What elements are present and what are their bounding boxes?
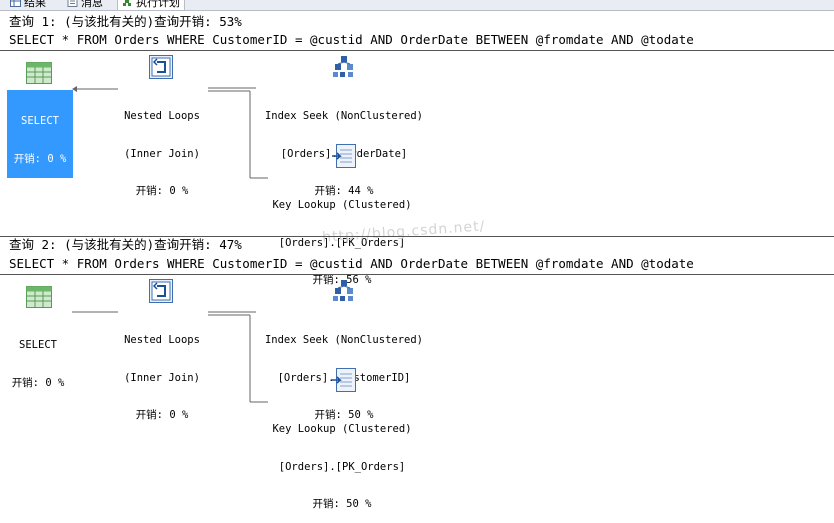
index-seek-icon[interactable]	[332, 55, 356, 79]
select-node-q1[interactable]: SELECT 开销: 0 %	[7, 90, 73, 178]
nested-loops-cost: 开销: 0 %	[135, 185, 189, 197]
select-label: SELECT	[21, 115, 59, 127]
key-lookup-node-q2[interactable]: Key Lookup (Clustered) [Orders].[PK_Orde…	[262, 398, 422, 523]
select-node-q2[interactable]: SELECT 开销: 0 %	[7, 314, 69, 402]
select-result-icon[interactable]	[26, 62, 52, 84]
nested-loops-name: Nested Loops	[124, 334, 200, 346]
key-lookup-icon[interactable]	[332, 144, 356, 168]
query-1-separator	[0, 50, 834, 51]
plan-connector-lines	[72, 86, 268, 403]
tab-messages[interactable]: 消息	[67, 0, 103, 10]
tab-execution-plan[interactable]: 执行计划	[117, 0, 185, 10]
query-1-header: 查询 1: (与该批有关的)查询开销: 53%	[9, 14, 242, 29]
grid-icon	[10, 0, 21, 7]
nested-loops-sub: (Inner Join)	[124, 147, 200, 160]
index-seek-node-q2[interactable]: Index Seek (NonClustered) [Orders].[Cust…	[254, 309, 434, 434]
query-2-separator	[0, 274, 834, 275]
tab-messages-label: 消息	[81, 0, 103, 9]
query-2-header: 查询 2: (与该批有关的)查询开销: 47%	[9, 237, 242, 252]
tab-results-label: 结果	[24, 0, 46, 9]
tab-execution-plan-label: 执行计划	[136, 0, 180, 9]
key-lookup-node-q1[interactable]: Key Lookup (Clustered) [Orders].[PK_Orde…	[262, 174, 422, 299]
query-1-sql: SELECT * FROM Orders WHERE CustomerID = …	[9, 32, 694, 47]
nested-loops-sub: (Inner Join)	[124, 371, 200, 384]
key-lookup-name: Key Lookup (Clustered)	[272, 423, 412, 435]
nested-loops-cost: 开销: 0 %	[135, 409, 189, 421]
tab-results[interactable]: 结果	[10, 0, 46, 10]
index-seek-cost: 开销: 44 %	[314, 185, 374, 197]
nested-loops-name: Nested Loops	[124, 110, 200, 122]
index-seek-name: Index Seek (NonClustered)	[264, 110, 424, 122]
nested-loops-icon[interactable]	[149, 55, 173, 79]
execution-plan-icon	[123, 0, 131, 6]
query-2-sql: SELECT * FROM Orders WHERE CustomerID = …	[9, 256, 694, 271]
message-icon	[67, 0, 78, 7]
select-cost: 开销: 0 %	[11, 376, 65, 389]
nested-loops-node-q2[interactable]: Nested Loops (Inner Join) 开销: 0 %	[112, 309, 212, 434]
select-label: SELECT	[19, 339, 57, 351]
select-result-icon[interactable]	[26, 286, 52, 308]
query-2-top-separator	[0, 236, 834, 237]
key-lookup-name: Key Lookup (Clustered)	[272, 199, 412, 211]
index-seek-icon[interactable]	[332, 279, 356, 303]
index-seek-name: Index Seek (NonClustered)	[264, 334, 424, 346]
key-lookup-object: [Orders].[PK_Orders]	[278, 460, 406, 473]
key-lookup-cost: 开销: 56 %	[312, 274, 372, 286]
nested-loops-node-q1[interactable]: Nested Loops (Inner Join) 开销: 0 %	[112, 85, 212, 210]
nested-loops-icon[interactable]	[149, 279, 173, 303]
select-cost: 开销: 0 %	[13, 152, 67, 165]
key-lookup-cost: 开销: 50 %	[312, 498, 372, 510]
key-lookup-object: [Orders].[PK_Orders]	[278, 236, 406, 249]
results-tab-bar: 结果 消息 执行计划	[0, 0, 834, 11]
index-seek-cost: 开销: 50 %	[314, 409, 374, 421]
key-lookup-icon[interactable]	[332, 368, 356, 392]
